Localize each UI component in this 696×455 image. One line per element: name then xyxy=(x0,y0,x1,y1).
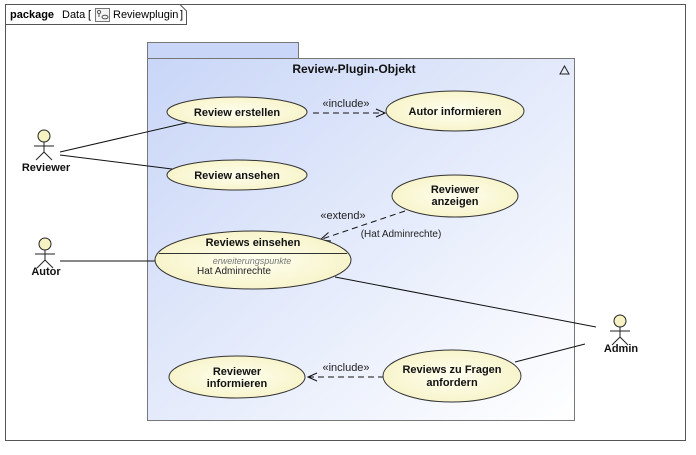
use-case-autor-informieren[interactable]: Autor informieren xyxy=(385,90,525,132)
extension-points-header: erweiterungspunkte xyxy=(213,256,292,266)
extend-condition: (Hat Adminrechte) xyxy=(361,229,442,240)
frame-name: Data xyxy=(62,9,86,21)
include-arrow-fragen-reviewer xyxy=(306,372,384,382)
diagram-type-icon xyxy=(95,8,110,22)
actor-reviewer[interactable]: Reviewer xyxy=(22,129,71,174)
stick-figure-icon xyxy=(610,314,630,346)
use-case-reviews-einsehen[interactable]: Reviews einsehen erweiterungspunkte Hat … xyxy=(154,230,352,290)
use-case-review-erstellen[interactable]: Review erstellen xyxy=(166,96,308,128)
svg-text:Autor informieren: Autor informieren xyxy=(409,106,502,118)
use-case-reviewer-informieren[interactable]: Reviewer informieren xyxy=(168,355,306,399)
use-case-reviews-zu-fragen-anfordern[interactable]: Reviews zu Fragen anfordern xyxy=(382,349,522,403)
frame-diagram-name: Reviewplugin xyxy=(113,9,178,21)
package-collapse-icon[interactable] xyxy=(559,64,570,75)
svg-text:Autor: Autor xyxy=(31,266,61,278)
extension-point-adminrechte: Hat Adminrechte xyxy=(197,266,271,277)
svg-text:Review erstellen: Review erstellen xyxy=(194,107,280,119)
svg-text:anfordern: anfordern xyxy=(426,377,478,389)
include-label-1: «include» xyxy=(322,98,369,110)
include-arrow-review-autor xyxy=(313,108,387,118)
svg-text:Reviews einsehen: Reviews einsehen xyxy=(206,237,301,249)
use-case-review-ansehen[interactable]: Review ansehen xyxy=(166,159,308,191)
svg-text:Reviewer: Reviewer xyxy=(22,162,71,174)
svg-text:Review ansehen: Review ansehen xyxy=(194,170,280,182)
extend-label: «extend» xyxy=(320,210,365,222)
frame-title-tab xyxy=(5,4,187,25)
actor-autor[interactable]: Autor xyxy=(31,237,61,278)
stick-figure-icon xyxy=(35,237,55,269)
svg-text:Reviewer: Reviewer xyxy=(213,366,262,378)
stick-figure-icon xyxy=(34,129,54,161)
svg-text:informieren: informieren xyxy=(207,378,268,390)
package-title: Review-Plugin-Objekt xyxy=(292,62,415,76)
associations xyxy=(59,121,597,363)
frame-kind: package xyxy=(10,9,54,21)
svg-text:anzeigen: anzeigen xyxy=(431,196,478,208)
frame-bracket-close: ] xyxy=(180,9,183,21)
include-label-2: «include» xyxy=(322,362,369,374)
use-case-reviewer-anzeigen[interactable]: Reviewer anzeigen xyxy=(391,174,519,218)
svg-text:Admin: Admin xyxy=(604,343,639,355)
actor-admin[interactable]: Admin xyxy=(604,314,639,355)
svg-text:Reviewer: Reviewer xyxy=(431,184,480,196)
frame-bracket-open: [ xyxy=(88,9,91,21)
svg-text:Reviews zu Fragen: Reviews zu Fragen xyxy=(402,364,501,376)
